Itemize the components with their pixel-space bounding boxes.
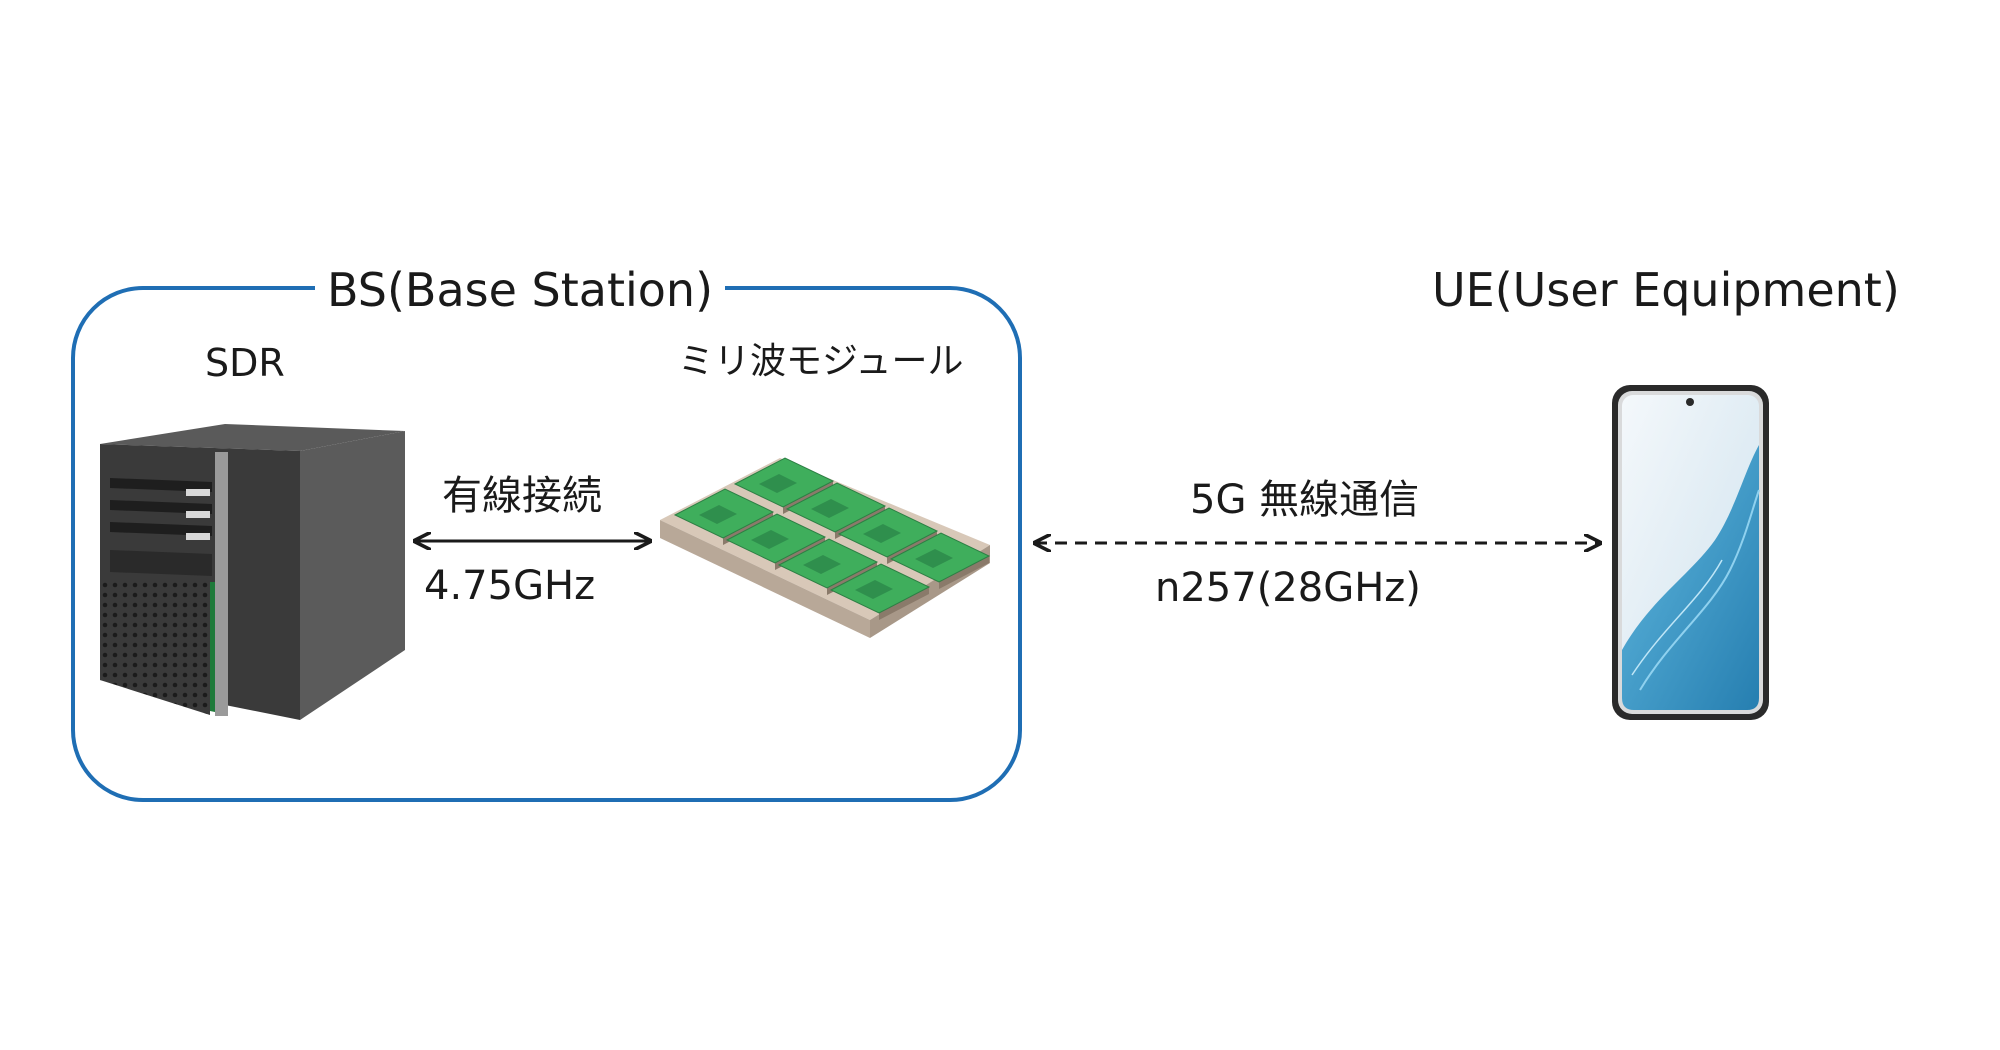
wired-connection-label: 有線接続 bbox=[442, 473, 602, 519]
module-chip-die bbox=[811, 499, 849, 518]
smartphone-icon bbox=[1612, 385, 1769, 720]
sdr-label: SDR bbox=[205, 341, 285, 385]
user-equipment-title: UE(User Equipment) bbox=[1432, 263, 1900, 317]
module-chip-die bbox=[915, 549, 953, 568]
module-chip-side bbox=[939, 556, 989, 589]
sdr-server-icon bbox=[100, 424, 405, 720]
module-chip-die bbox=[855, 580, 893, 599]
base-station-title: BS(Base Station) bbox=[315, 267, 726, 313]
module-chip-die bbox=[751, 530, 789, 549]
mmwave-module-icon bbox=[660, 457, 991, 638]
module-chip-die bbox=[863, 524, 901, 543]
module-chip-die bbox=[803, 555, 841, 574]
mmwave-module-label: ミリ波モジュール bbox=[678, 341, 964, 382]
wireless-link-label: 5G 無線通信 bbox=[1190, 477, 1420, 523]
module-chip-die bbox=[699, 505, 737, 524]
wireless-band-label: n257(28GHz) bbox=[1155, 565, 1421, 611]
module-chip-die bbox=[759, 474, 797, 493]
wired-frequency-label: 4.75GHz bbox=[424, 563, 596, 609]
module-chip-side bbox=[879, 587, 929, 620]
